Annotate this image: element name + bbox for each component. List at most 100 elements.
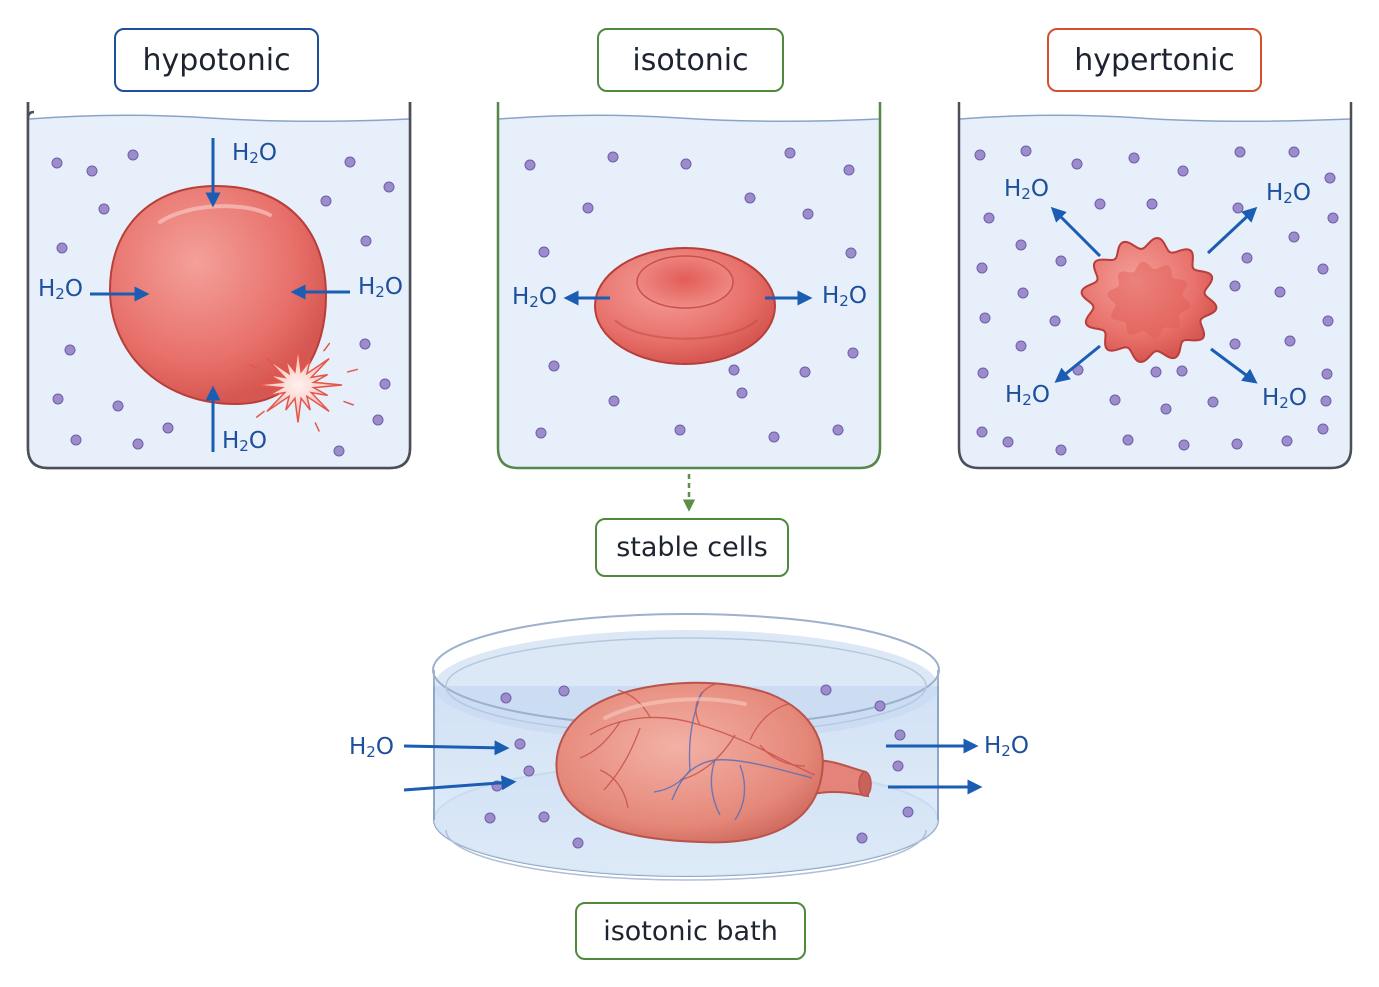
water-arrow-out-upleft [1050,206,1102,258]
solute-particle [1322,315,1334,327]
solute-particle [1015,239,1027,251]
solute-particle [1281,435,1293,447]
solute-particle [52,393,64,405]
solute-particle [892,760,904,772]
solute-particle [524,159,536,171]
label-hypertonic-text: hypertonic [1074,42,1235,78]
solute-particle [1241,252,1253,264]
solute-particle [1178,439,1190,451]
solute-particle [976,426,988,438]
water-arrow-out-upright [1206,206,1258,255]
solute-particle [894,729,906,741]
solute-particles-bath [484,684,914,849]
solute-particle [1020,145,1032,157]
solute-particle [832,424,844,436]
label-isotonic-bath: isotonic bath [575,902,806,960]
solute-particle [1288,231,1300,243]
solute-particle [98,203,110,215]
solute-particle [320,195,332,207]
label-stable-cells: stable cells [595,518,789,577]
crenated-cell-icon [1080,237,1218,363]
solute-particle [535,427,547,439]
solute-particle [1232,202,1244,214]
h2o-label: H2O [512,284,557,311]
solute-particle [1177,165,1189,177]
water-arrow-out-downright [1210,347,1258,384]
solute-particle [484,812,496,824]
label-stable-cells-text: stable cells [616,532,768,563]
h2o-label: H2O [1005,382,1050,409]
swollen-cell-icon [108,184,328,406]
solute-particle [523,765,535,777]
h2o-label: H2O [349,734,394,761]
solute-particle [127,149,139,161]
solute-particle [1071,158,1083,170]
solute-particle [1017,287,1029,299]
solute-particle [1320,395,1332,407]
solute-particle [1207,396,1219,408]
solute-particle [1002,436,1014,448]
solute-particle [1229,338,1241,350]
solute-particle [1231,438,1243,450]
solute-particles-hypertonic [974,145,1339,456]
solute-particle [802,208,814,220]
solute-particle [874,700,886,712]
solute-particle [333,445,345,457]
solute-particle [607,151,619,163]
solute-particle [845,247,857,259]
solute-particle [974,149,986,161]
burst-icon [248,342,358,432]
solute-particle [744,192,756,204]
solute-particle [572,837,584,849]
solute-particle [51,157,63,169]
solute-particle [1234,146,1246,158]
solute-particle [1049,315,1061,327]
organ-icon [555,681,872,844]
solute-particle [1055,255,1067,267]
solute-particle [379,378,391,390]
h2o-label: H2O [38,276,83,303]
solute-particle [514,738,526,750]
solute-particle [902,806,914,818]
solute-particle [784,147,796,159]
solute-particle [56,242,68,254]
h2o-label: H2O [232,140,277,167]
solute-particle [538,246,550,258]
solute-particle [1317,423,1329,435]
solute-particle [70,434,82,446]
solute-particle [1128,152,1140,164]
solute-particle [1229,280,1241,292]
h2o-label: H2O [222,428,267,455]
h2o-label: H2O [1266,180,1311,207]
solute-particle [1150,366,1162,378]
solute-particle [768,431,780,443]
solute-particle [977,367,989,379]
solute-particle [856,832,868,844]
solute-particles-hypotonic [51,149,395,457]
solute-particle [1284,335,1296,347]
solute-particle [112,400,124,412]
solute-particle [1327,212,1339,224]
solute-particle [500,692,512,704]
solute-particle [1288,146,1300,158]
solute-particle [1146,198,1158,210]
solute-particle [1015,340,1027,352]
solute-particle [86,165,98,177]
solute-particle [582,202,594,214]
h2o-label: H2O [1262,385,1307,412]
water-arrow-out-downleft [1054,344,1101,383]
solute-particle [548,360,560,372]
water-arrow-bath-in-2 [403,775,517,792]
solute-particle [979,312,991,324]
h2o-label: H2O [358,274,403,301]
label-hypotonic: hypotonic [114,28,319,92]
solute-particle [1160,403,1172,415]
solute-particles-isotonic [524,147,859,443]
solute-particle [162,422,174,434]
solute-particle [558,685,570,697]
solute-particle [64,344,76,356]
label-isotonic-text: isotonic [632,42,749,78]
solute-particle [976,262,988,274]
label-isotonic: isotonic [597,28,784,92]
h2o-label: H2O [1004,176,1049,203]
